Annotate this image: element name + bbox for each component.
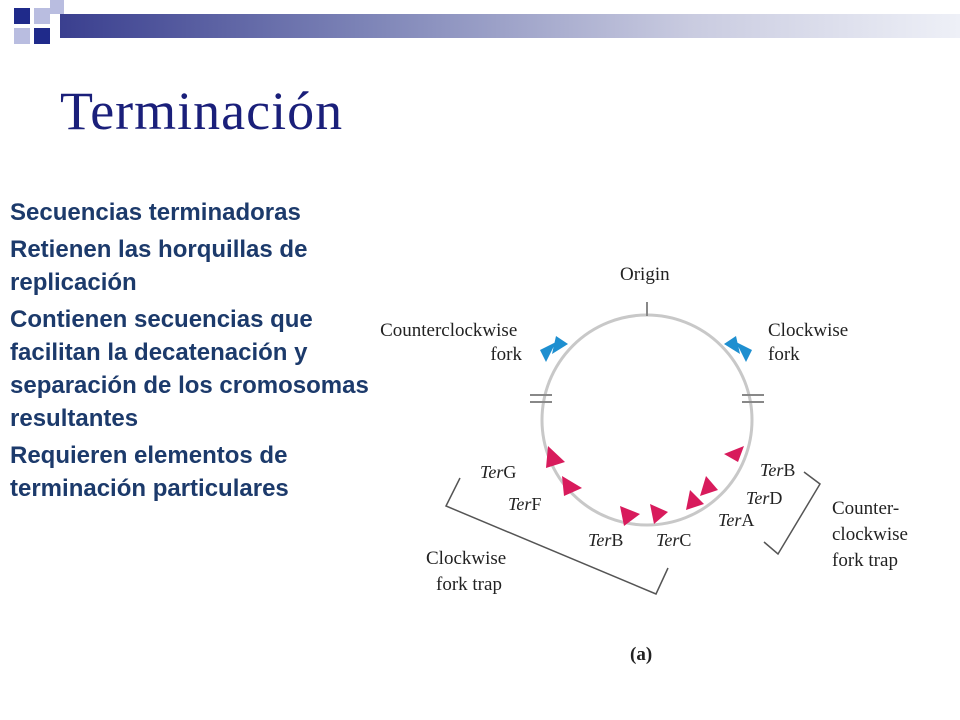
cw-fork-arrow-icon xyxy=(724,336,752,362)
ccw-fork-line: fork xyxy=(490,344,522,365)
header-gradient-bar xyxy=(60,14,960,38)
bullet-item: Contienen secuencias que facilitan la de… xyxy=(10,306,369,432)
cw-fork-label: Clockwise fork xyxy=(768,320,853,365)
ter-arrow-icon xyxy=(650,504,668,524)
ccw-fork-arrow-icon xyxy=(540,336,568,362)
ter-b-left-label: TerB xyxy=(588,530,623,550)
ccw-trap-line: fork trap xyxy=(832,550,898,571)
decor-square xyxy=(14,28,30,44)
ter-a-label: TerA xyxy=(718,510,754,530)
break-mark-right xyxy=(742,394,764,403)
slide-title: Terminación xyxy=(60,81,344,141)
figure-caption: (a) xyxy=(630,644,652,665)
ccw-trap-line: clockwise xyxy=(832,524,908,545)
cw-trap-bracket xyxy=(444,477,669,595)
cw-trap-line: Clockwise xyxy=(426,548,506,569)
origin-label: Origin xyxy=(620,264,670,285)
ter-d-label: TerD xyxy=(746,488,782,508)
ter-g-label: TerG xyxy=(480,462,516,482)
ter-arrow-icon xyxy=(724,446,744,462)
ter-b-right-label: TerB xyxy=(760,460,795,480)
ter-arrow-icon xyxy=(686,490,704,510)
ccw-fork-label: Counterclockwise fork xyxy=(380,320,522,365)
cw-fork-line: Clockwise xyxy=(768,320,848,341)
termination-diagram: Origin Counterclockwise fork Clockwise f… xyxy=(380,264,913,665)
bullet-item: Requieren elementos de terminación parti… xyxy=(10,442,289,502)
bullet-list: Secuencias terminadoras Retienen las hor… xyxy=(10,196,370,509)
ter-arrow-icon xyxy=(562,476,582,496)
ccw-fork-line: Counterclockwise xyxy=(380,320,517,341)
decor-square xyxy=(14,8,30,24)
ter-arrow-icon xyxy=(546,446,565,468)
break-mark-left xyxy=(530,394,552,403)
decor-square xyxy=(50,0,64,14)
cw-trap-line: fork trap xyxy=(436,574,502,595)
bullet-item: Secuencias terminadoras xyxy=(10,199,301,226)
ccw-trap-line: Counter- xyxy=(832,498,899,519)
decor-square xyxy=(34,8,50,24)
ter-c-label: TerC xyxy=(656,530,691,550)
decor-square xyxy=(34,28,50,44)
ter-arrow-icon xyxy=(620,506,640,526)
ccw-trap-label: Counter- clockwise fork trap xyxy=(832,498,913,571)
ccw-trap-bracket xyxy=(763,471,821,556)
ter-f-label: TerF xyxy=(508,494,541,514)
chromosome-circle xyxy=(540,313,754,527)
bullet-item: Retienen las horquillas de replicación xyxy=(10,236,308,296)
ter-arrow-icon xyxy=(700,476,718,496)
ter-arrows xyxy=(546,446,744,526)
cw-fork-line: fork xyxy=(768,344,800,365)
cw-trap-label: Clockwise fork trap xyxy=(426,548,511,595)
